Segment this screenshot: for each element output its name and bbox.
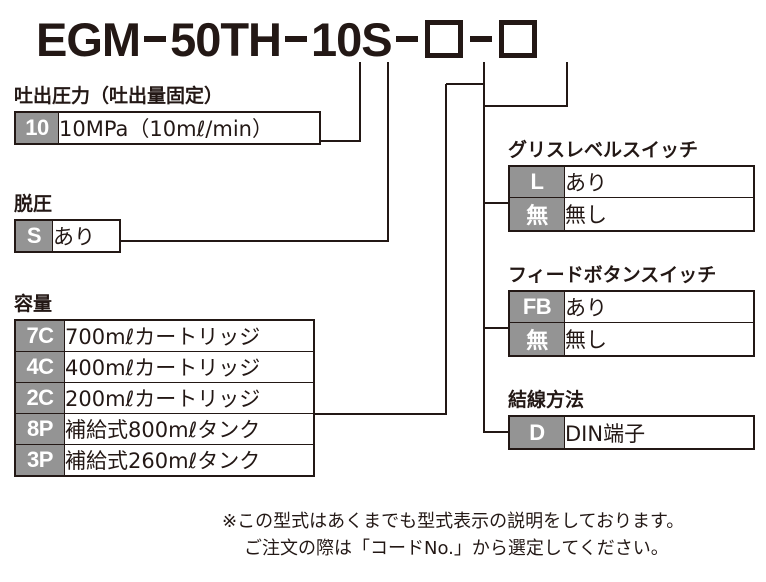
- option-code: 3P: [14, 444, 65, 477]
- section-wiring-method: 結線方法 D DIN端子: [508, 390, 755, 450]
- table-row: 無 無し: [508, 322, 755, 357]
- leader-line-grease-connector: [483, 202, 509, 204]
- option-description: 無し: [564, 197, 755, 232]
- model-placeholder-box-2: [498, 20, 537, 58]
- leader-line-feed-vertical: [566, 62, 568, 106]
- leader-line-relief-vertical: [387, 62, 389, 242]
- option-table-relief: S あり: [14, 219, 121, 253]
- option-code: S: [14, 219, 53, 253]
- option-description: 200mℓカートリッジ: [64, 382, 315, 414]
- option-description: 補給式260mℓタンク: [64, 444, 315, 477]
- option-code: 10: [14, 111, 59, 145]
- table-row: S あり: [14, 219, 121, 253]
- option-description: 補給式800mℓタンク: [64, 413, 315, 445]
- option-description: あり: [564, 165, 755, 198]
- model-segment-egm: EGM: [36, 12, 141, 66]
- section-title-pressure: 吐出圧力（吐出量固定）: [14, 86, 224, 107]
- option-description: DIN端子: [564, 415, 755, 450]
- table-row: L あり: [508, 165, 755, 198]
- section-relief: 脱圧 S あり: [14, 194, 121, 253]
- table-row: 10 10MPa（10mℓ/min）: [14, 111, 321, 145]
- leader-line-grease-stem: [483, 62, 485, 84]
- option-description: あり: [52, 219, 121, 253]
- table-row: FB あり: [508, 290, 755, 323]
- option-description: あり: [564, 290, 755, 323]
- section-title-capacity: 容量: [14, 294, 53, 315]
- option-code: 7C: [14, 319, 65, 352]
- leader-line-wiring-connector: [483, 431, 509, 433]
- footnote-line-1: ※この型式はあくまでも型式表示の説明をしております。: [222, 511, 685, 532]
- table-row: D DIN端子: [508, 415, 755, 450]
- section-title-wiring-method: 結線方法: [508, 390, 585, 411]
- leader-line-capacity-horizontal: [315, 413, 447, 415]
- leader-line-pressure-horizontal: [320, 140, 361, 142]
- option-table-pressure: 10 10MPa（10mℓ/min）: [14, 111, 321, 145]
- table-row: 3P 補給式260mℓタンク: [14, 444, 315, 477]
- option-code: 無: [508, 197, 565, 232]
- section-capacity: 容量 7C 700mℓカートリッジ 4C 400mℓカートリッジ 2C 200m…: [14, 294, 315, 477]
- table-row: 7C 700mℓカートリッジ: [14, 319, 315, 352]
- option-code: FB: [508, 290, 565, 323]
- section-title-grease-level-switch: グリスレベルスイッチ: [508, 140, 699, 161]
- leader-line-pressure-vertical: [359, 62, 361, 141]
- model-separator-dash: [469, 36, 492, 42]
- option-description: 700mℓカートリッジ: [64, 319, 315, 352]
- option-description: 400mℓカートリッジ: [64, 351, 315, 383]
- option-code: 4C: [14, 351, 65, 383]
- model-placeholder-box-1: [424, 20, 463, 58]
- option-table-grease-level-switch: L あり 無 無し: [508, 165, 755, 232]
- section-title-feed-button-switch: フィードボタンスイッチ: [508, 265, 717, 286]
- section-grease-level-switch: グリスレベルスイッチ L あり 無 無し: [508, 140, 755, 232]
- table-row: 無 無し: [508, 197, 755, 232]
- leader-line-feed-horizontal: [484, 105, 568, 107]
- option-description: 10MPa（10mℓ/min）: [58, 111, 321, 145]
- leader-line-capacity-vertical: [445, 84, 447, 415]
- footnote: ※この型式はあくまでも型式表示の説明をしております。 ご注文の際は「コードNo.…: [222, 508, 756, 562]
- option-table-feed-button-switch: FB あり 無 無し: [508, 290, 755, 357]
- model-separator-dash: [395, 36, 418, 42]
- model-separator-dash: [285, 36, 307, 42]
- table-row: 4C 400mℓカートリッジ: [14, 351, 315, 383]
- section-feed-button-switch: フィードボタンスイッチ FB あり 無 無し: [508, 265, 755, 357]
- leader-line-grease-horizontal: [446, 83, 485, 85]
- leader-line-grease-vertical: [483, 83, 485, 203]
- table-row: 2C 200mℓカートリッジ: [14, 382, 315, 414]
- option-code: 8P: [14, 413, 65, 445]
- model-number-row: EGM 50TH 10S: [36, 12, 540, 66]
- section-title-relief: 脱圧: [14, 194, 53, 215]
- option-description: 無し: [564, 322, 755, 357]
- leader-line-feed-connector: [483, 327, 509, 329]
- leader-line-right-bus: [483, 202, 485, 432]
- section-pressure: 吐出圧力（吐出量固定） 10 10MPa（10mℓ/min）: [14, 86, 321, 145]
- table-row: 8P 補給式800mℓタンク: [14, 413, 315, 445]
- model-separator-dash: [144, 36, 167, 42]
- model-segment-50th: 50TH: [170, 12, 282, 66]
- option-code: D: [508, 415, 565, 450]
- leader-line-relief-horizontal: [119, 240, 389, 242]
- footnote-line-2: ご注文の際は「コードNo.」から選定してください。: [244, 538, 669, 559]
- option-code: 無: [508, 322, 565, 357]
- option-table-wiring-method: D DIN端子: [508, 415, 755, 450]
- option-code: L: [508, 165, 565, 198]
- option-table-capacity: 7C 700mℓカートリッジ 4C 400mℓカートリッジ 2C 200mℓカー…: [14, 319, 315, 477]
- option-code: 2C: [14, 382, 65, 414]
- model-segment-10s: 10S: [311, 12, 393, 66]
